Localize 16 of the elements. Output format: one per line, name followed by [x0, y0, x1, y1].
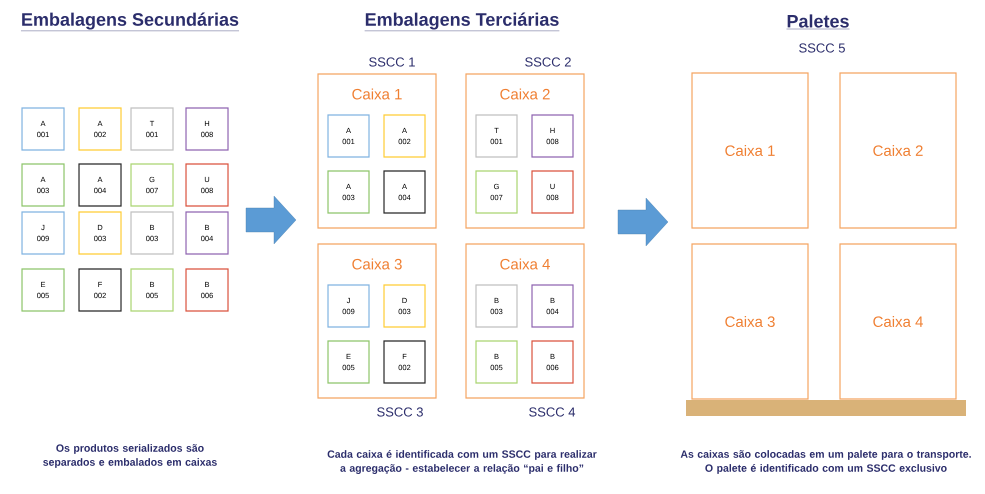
- caption: Os produtos serializados são separados e embalados em caixas: [43, 444, 217, 468]
- box: Caixa 1: [691, 72, 809, 229]
- caption: Cada caixa é identificada com um SSCC para realizar a agregação - estabelecer a relação “pai e filho”: [328, 450, 597, 474]
- sscc-label: SSCC 5: [799, 43, 845, 53]
- box: Caixa 2: [839, 72, 957, 229]
- sscc-label: SSCC 4: [529, 407, 576, 417]
- pallet-bar: [686, 400, 966, 416]
- caption: As caixas são colocadas em um palete para o transporte. O palete é identificado com um SSCC exclusivo: [680, 450, 971, 474]
- sscc-label: SSCC 1: [369, 57, 415, 67]
- heading: Embalagens Secundárias: [20, 12, 240, 32]
- box: Caixa 3: [691, 243, 809, 400]
- heading: Embalagens Terciárias: [364, 12, 560, 32]
- sscc-label: SSCC 2: [525, 57, 571, 67]
- box: Caixa 4: [839, 243, 957, 400]
- sscc-label: SSCC 3: [377, 407, 423, 417]
- heading: Paletes: [786, 14, 850, 30]
